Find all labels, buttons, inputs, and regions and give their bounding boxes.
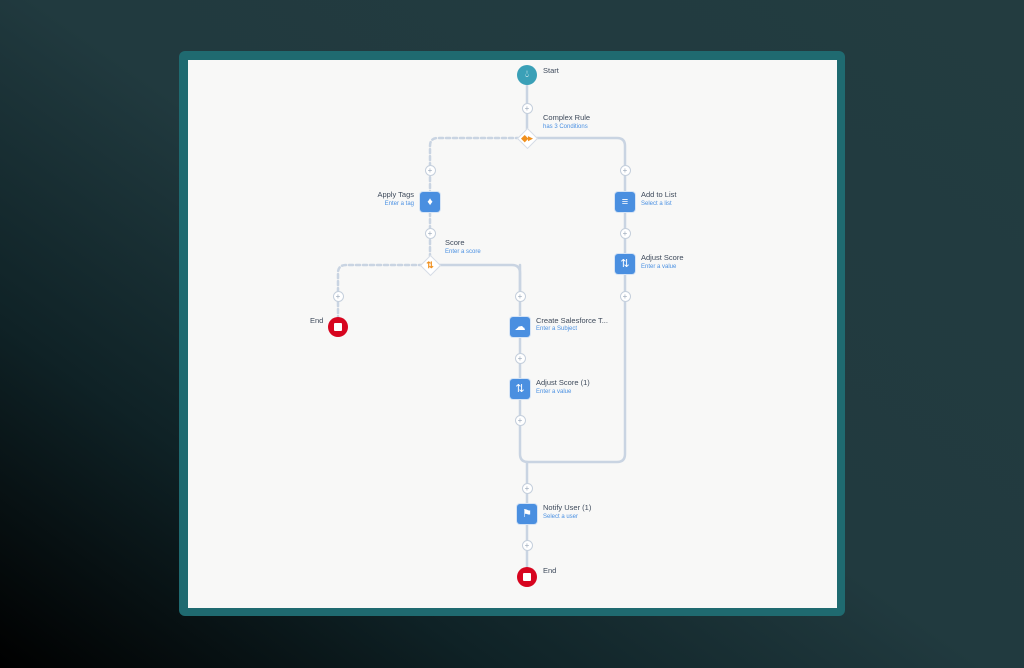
connector-score-left (336, 263, 432, 329)
connector-score-right (428, 263, 522, 302)
bell-icon: ⚑ (522, 508, 532, 520)
salesforce-cloud-icon: ☁ (514, 321, 526, 333)
create-salesforce-task-node[interactable]: ☁ (510, 317, 530, 337)
connector-left-branch (428, 136, 529, 267)
add-to-list-label: Add to List (641, 190, 677, 199)
connector-right-branch (518, 136, 627, 464)
flow-canvas: 💧︎ Start + ◆▸ Complex Rule has 3 Conditi… (188, 60, 837, 608)
end-bottom-label: End (543, 566, 557, 575)
add-step-button[interactable]: + (514, 290, 526, 302)
add-step-button[interactable]: + (619, 164, 631, 176)
add-to-list-sub[interactable]: Select a list (641, 201, 672, 207)
score-icon: ⇅ (515, 383, 525, 395)
add-step-button[interactable]: + (521, 102, 533, 114)
add-step-button[interactable]: + (521, 539, 533, 551)
start-label: Start (543, 66, 559, 75)
create-task-sub[interactable]: Enter a Subject (536, 326, 578, 332)
score-sub[interactable]: Enter a score (445, 249, 481, 255)
apply-tags-label: Apply Tags (377, 190, 414, 199)
end-node-left[interactable] (328, 317, 348, 337)
add-step-button[interactable]: + (619, 227, 631, 239)
droplet-icon: 💧︎ (525, 69, 529, 80)
apply-tags-sub[interactable]: Enter a tag (384, 201, 414, 207)
notify-user-sub[interactable]: Select a user (543, 514, 579, 520)
tag-icon: ♦ (427, 196, 433, 208)
create-task-label: Create Salesforce T... (536, 316, 608, 325)
list-icon: ≡ (621, 196, 629, 208)
notify-user-node[interactable]: ⚑ (517, 504, 537, 524)
stop-icon (334, 323, 342, 331)
add-step-button[interactable]: + (514, 352, 526, 364)
add-step-button[interactable]: + (619, 290, 631, 302)
end-node-bottom[interactable] (517, 567, 537, 587)
notify-user-label: Notify User (1) (543, 503, 592, 512)
adjust-score-1-sub[interactable]: Enter a value (536, 389, 572, 395)
adjust-score-node[interactable]: ⇅ (615, 254, 635, 274)
adjust-score-sub[interactable]: Enter a value (641, 264, 677, 270)
complex-rule-label: Complex Rule (543, 113, 591, 122)
add-to-list-node[interactable]: ≡ (615, 192, 635, 212)
add-step-button[interactable]: + (424, 164, 436, 176)
stop-icon (523, 573, 531, 581)
score-label: Score (445, 238, 465, 247)
adjust-score-1-label: Adjust Score (1) (536, 378, 590, 387)
add-step-button[interactable]: + (332, 290, 344, 302)
start-node[interactable]: 💧︎ (517, 65, 537, 85)
adjust-score-1-node[interactable]: ⇅ (510, 379, 530, 399)
add-step-button[interactable]: + (424, 227, 436, 239)
score-icon: ⇅ (620, 258, 630, 270)
split-icon: ◆▸ (521, 133, 533, 143)
add-step-button[interactable]: + (521, 482, 533, 494)
apply-tags-node[interactable]: ♦ (420, 192, 440, 212)
add-step-button[interactable]: + (514, 414, 526, 426)
complex-rule-sub[interactable]: has 3 Conditions (543, 124, 588, 130)
adjust-score-label: Adjust Score (641, 253, 684, 262)
end-left-label: End (310, 316, 324, 325)
score-icon: ⇅ (426, 260, 434, 270)
